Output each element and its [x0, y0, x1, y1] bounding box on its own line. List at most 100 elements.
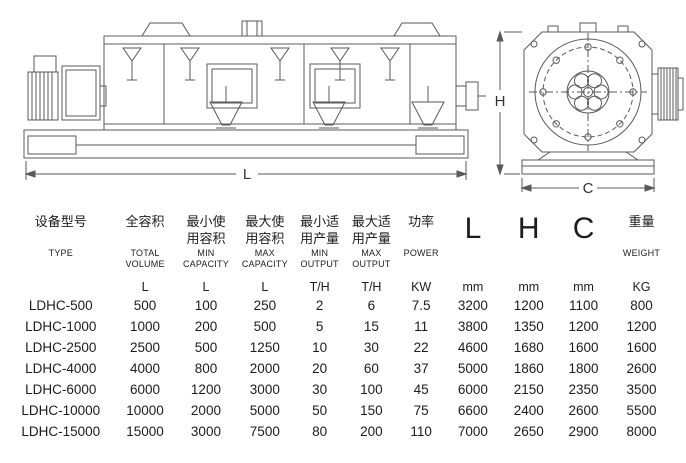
value-cell: 6600 — [457, 402, 488, 418]
value-cell: 100 — [194, 297, 218, 313]
value-cell: 800 — [194, 360, 218, 376]
unit-power: KW — [411, 279, 432, 294]
value-cell: 5000 — [457, 360, 488, 376]
unit-weight: KG — [632, 279, 651, 294]
value-cell: 6000 — [130, 381, 161, 397]
value-cell: 7000 — [457, 423, 488, 439]
technical-drawings: L — [0, 0, 686, 202]
value-cell: 2600 — [568, 402, 599, 418]
model-cell: LDHC-15000 — [21, 423, 101, 439]
side-view-drawing: L — [23, 20, 486, 183]
col-header-max-output-zh: 最大适 用产量 — [351, 214, 391, 246]
model-cell: LDHC-2500 — [25, 339, 97, 355]
value-cell: 3200 — [457, 297, 488, 313]
value-cell: 15 — [363, 318, 379, 334]
value-cell: 10 — [312, 339, 328, 355]
value-cell: 11 — [414, 318, 429, 334]
unit-min-output: T/H — [309, 279, 330, 294]
value-cell: 3000 — [249, 381, 280, 397]
header-row-en: TYPE TOTAL VOLUME MIN CAPACITY MAX CAPAC… — [8, 248, 672, 276]
value-cell: 110 — [410, 423, 432, 439]
value-cell: 6000 — [457, 381, 488, 397]
spec-table-header: 设备型号 全容积 最小使 用容积 最大使 用容积 最小适 用产量 最大适 用产量… — [8, 214, 672, 298]
value-cell: 1600 — [626, 339, 657, 355]
unit-dim-l: mm — [462, 279, 484, 294]
value-cell: 1800 — [568, 360, 599, 376]
unit-min-capacity: L — [202, 279, 210, 294]
value-cell: 37 — [413, 360, 429, 376]
value-cell: 60 — [363, 360, 379, 376]
value-cell: 1860 — [513, 360, 544, 376]
value-cell: 250 — [253, 297, 277, 313]
value-cell: 2150 — [513, 381, 544, 397]
value-cell: 30 — [312, 381, 328, 397]
value-cell: 200 — [194, 318, 218, 334]
model-cell: LDHC-4000 — [25, 360, 97, 376]
value-cell: 2500 — [130, 339, 161, 355]
model-cell: LDHC-6000 — [25, 381, 97, 397]
value-cell: 800 — [630, 297, 653, 313]
end-view-drawing: H C — [495, 22, 684, 197]
value-cell: 2 — [315, 297, 324, 313]
col-header-dim-c: C — [572, 214, 595, 245]
value-cell: 1200 — [626, 318, 657, 334]
value-cell: 3800 — [457, 318, 488, 334]
col-header-type-en: TYPE — [48, 247, 73, 258]
unit-max-output: T/H — [361, 279, 382, 294]
value-cell: 1200 — [513, 297, 544, 313]
value-cell: 4000 — [130, 360, 161, 376]
value-cell: 50 — [312, 402, 328, 418]
value-cell: 2350 — [568, 381, 599, 397]
value-cell: 1680 — [513, 339, 544, 355]
unit-total-volume: L — [141, 279, 149, 294]
unit-dim-h: mm — [518, 279, 540, 294]
value-cell: 2000 — [190, 402, 221, 418]
value-cell: 2000 — [249, 360, 280, 376]
value-cell: 2900 — [568, 423, 599, 439]
value-cell: 7500 — [249, 423, 280, 439]
value-cell: 4600 — [457, 339, 488, 355]
col-header-weight-en: WEIGHT — [622, 247, 661, 258]
value-cell: 2600 — [626, 360, 657, 376]
dimension-label-l: L — [243, 166, 251, 183]
col-header-power-en: POWER — [403, 247, 439, 258]
value-cell: 5000 — [249, 402, 280, 418]
dimension-label-c: C — [583, 180, 594, 197]
value-cell: 2650 — [513, 423, 544, 439]
value-cell: 150 — [360, 402, 383, 418]
value-cell: 6 — [367, 297, 376, 313]
header-row-unit: L L L T/H T/H KW mm mm mm KG — [8, 276, 672, 298]
value-cell: 1250 — [249, 339, 280, 355]
value-cell: 1200 — [190, 381, 221, 397]
col-header-min-capacity-en: MIN CAPACITY — [182, 247, 229, 270]
dimension-label-h: H — [495, 93, 506, 110]
value-cell: 1200 — [568, 318, 599, 334]
model-cell: LDHC-10000 — [21, 402, 101, 418]
col-header-weight-zh: 重量 — [628, 214, 655, 229]
value-cell: 3500 — [626, 381, 657, 397]
col-header-max-output-en: MAX OUTPUT — [352, 247, 391, 270]
value-cell: 5 — [315, 318, 324, 334]
spec-table: 设备型号 全容积 最小使 用容积 最大使 用容积 最小适 用产量 最大适 用产量… — [8, 214, 672, 445]
value-cell: 30 — [363, 339, 379, 355]
unit-dim-c: mm — [573, 279, 594, 294]
value-cell: 200 — [360, 423, 383, 439]
header-row-zh: 设备型号 全容积 最小使 用容积 最大使 用容积 最小适 用产量 最大适 用产量… — [8, 214, 672, 248]
col-header-min-output-en: MIN OUTPUT — [300, 247, 339, 270]
col-header-min-capacity-zh: 最小使 用容积 — [186, 214, 226, 246]
value-cell: 45 — [413, 381, 429, 397]
col-header-total-volume-zh: 全容积 — [125, 214, 165, 229]
model-cell: LDHC-1000 — [25, 318, 97, 334]
col-header-power-zh: 功率 — [408, 214, 435, 229]
value-cell: 10000 — [126, 402, 164, 418]
value-cell: 1600 — [568, 339, 599, 355]
